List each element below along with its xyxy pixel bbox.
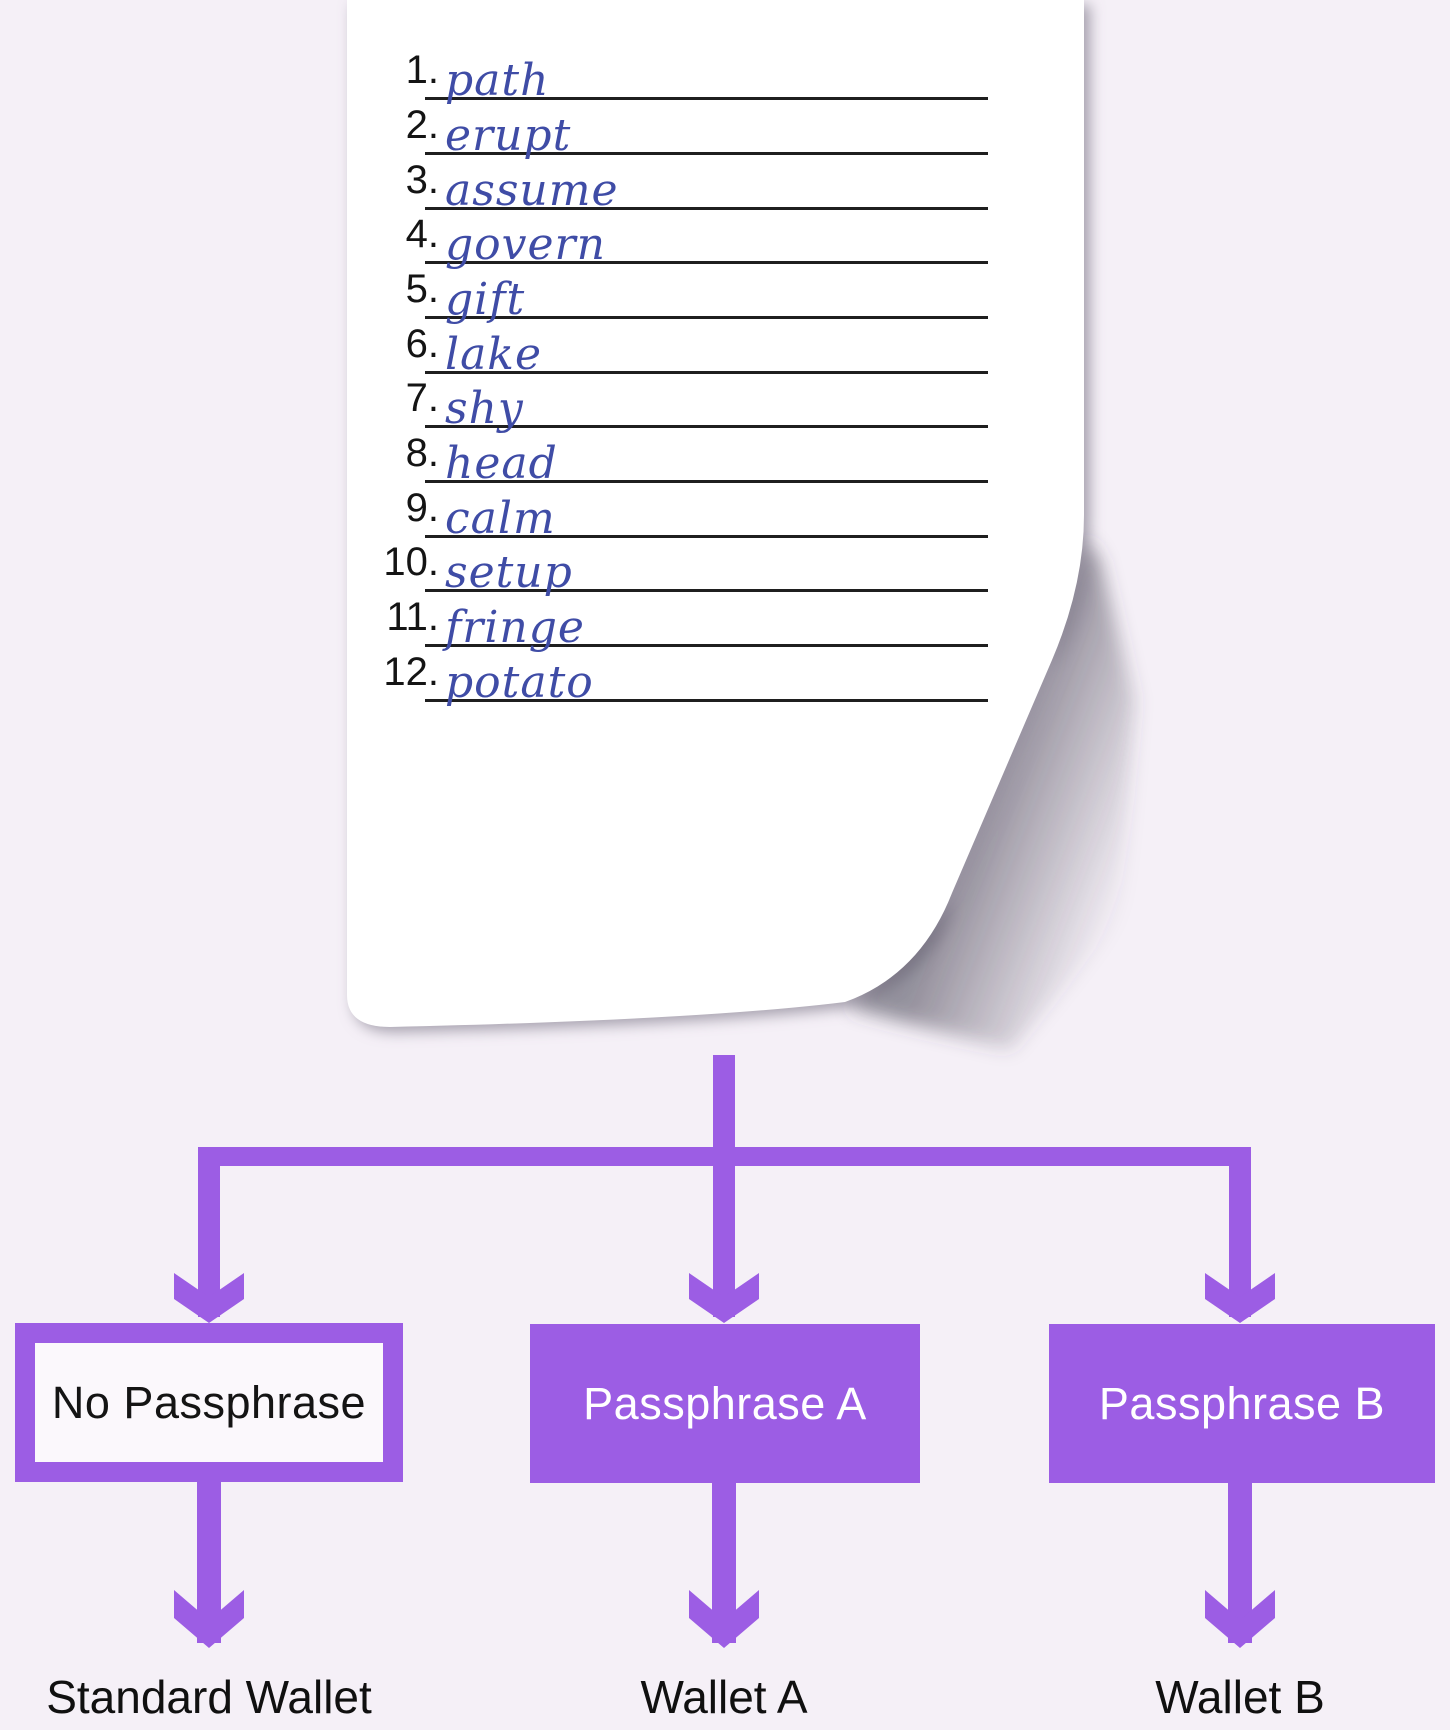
seed-word: path [445, 55, 550, 106]
seed-word-line [425, 261, 988, 264]
wallet-a-arrow-down-icon [689, 1590, 759, 1648]
no-passphrase-box: No Passphrase [15, 1323, 403, 1482]
seed-word-number: 8. [405, 431, 439, 475]
center-stem [713, 1055, 735, 1317]
seed-word-row: 4.govern [347, 209, 1084, 270]
center-arrow-down-icon [689, 1273, 759, 1323]
seed-word: erupt [445, 110, 572, 161]
standard-wallet-arrow-down-icon [174, 1590, 244, 1648]
seed-word-row: 7.shy [347, 373, 1084, 434]
seed-word: calm [445, 493, 556, 544]
seed-word-number: 6. [405, 322, 439, 366]
seed-word-number: 11. [386, 595, 439, 639]
seed-word-line [425, 371, 988, 374]
seed-word-number: 1. [405, 48, 439, 92]
seed-word-row: 1.path [347, 45, 1084, 106]
seed-word-row: 2.erupt [347, 100, 1084, 161]
flowchart-connectors [174, 1055, 1275, 1648]
seed-word-number: 4. [405, 212, 439, 256]
seed-word-line [425, 152, 988, 155]
seed-word-number: 12. [383, 650, 439, 694]
seed-note-paper [347, 0, 1084, 1027]
seed-word: fringe [445, 602, 585, 653]
seed-word: govern [445, 219, 606, 270]
passphrase-b-box: Passphrase B [1049, 1324, 1435, 1483]
branch-bar [198, 1147, 1251, 1166]
wallet-b-arrow-down-icon [1205, 1590, 1275, 1648]
seed-word-line [425, 425, 988, 428]
seed-word-row: 8.head [347, 428, 1084, 489]
seed-word-line [425, 316, 988, 319]
seed-word-line [425, 480, 988, 483]
seed-word-line [425, 589, 988, 592]
seed-word-line [425, 97, 988, 100]
seed-word: shy [445, 383, 524, 434]
seed-word-number: 9. [405, 486, 439, 530]
seed-word-list: 1.path 2.erupt 3.assume 4.govern 5.gift … [347, 0, 1084, 1027]
wallet-b-arrow-shaft [1228, 1481, 1252, 1643]
seed-word-line [425, 644, 988, 647]
seed-word-line [425, 207, 988, 210]
left-arrow-down-icon [174, 1273, 244, 1323]
seed-word-number: 7. [405, 376, 439, 420]
seed-word-row: 10.setup [347, 537, 1084, 598]
seed-word: lake [445, 329, 543, 380]
right-arrow-down-icon [1205, 1273, 1275, 1323]
seed-word-number: 10. [383, 540, 439, 584]
seed-word-line [425, 535, 988, 538]
left-branch-shaft [198, 1147, 220, 1317]
wallet-a-label: Wallet A [640, 1671, 808, 1723]
seed-word: head [445, 438, 558, 489]
seed-word-row: 5.gift [347, 264, 1084, 325]
seed-word-row: 9.calm [347, 483, 1084, 544]
seed-word: assume [445, 165, 619, 216]
seed-word: gift [445, 274, 526, 325]
seed-word-row: 12.potato [347, 647, 1084, 708]
seed-word-line [425, 699, 988, 702]
seed-word: potato [445, 657, 594, 708]
seed-word-number: 3. [405, 158, 439, 202]
right-branch-shaft [1229, 1147, 1251, 1317]
seed-word: setup [445, 547, 573, 598]
seed-word-number: 2. [405, 103, 439, 147]
wallet-a-arrow-shaft [712, 1481, 736, 1643]
seed-word-row: 11.fringe [347, 592, 1084, 653]
passphrase-a-box: Passphrase A [530, 1324, 920, 1483]
standard-wallet-arrow-shaft [197, 1481, 221, 1643]
paper-curl-shadow [850, 540, 1135, 1050]
seed-word-row: 3.assume [347, 155, 1084, 216]
wallet-b-label: Wallet B [1155, 1671, 1325, 1723]
standard-wallet-label: Standard Wallet [46, 1671, 372, 1723]
seed-word-number: 5. [405, 267, 439, 311]
seed-word-row: 6.lake [347, 319, 1084, 380]
